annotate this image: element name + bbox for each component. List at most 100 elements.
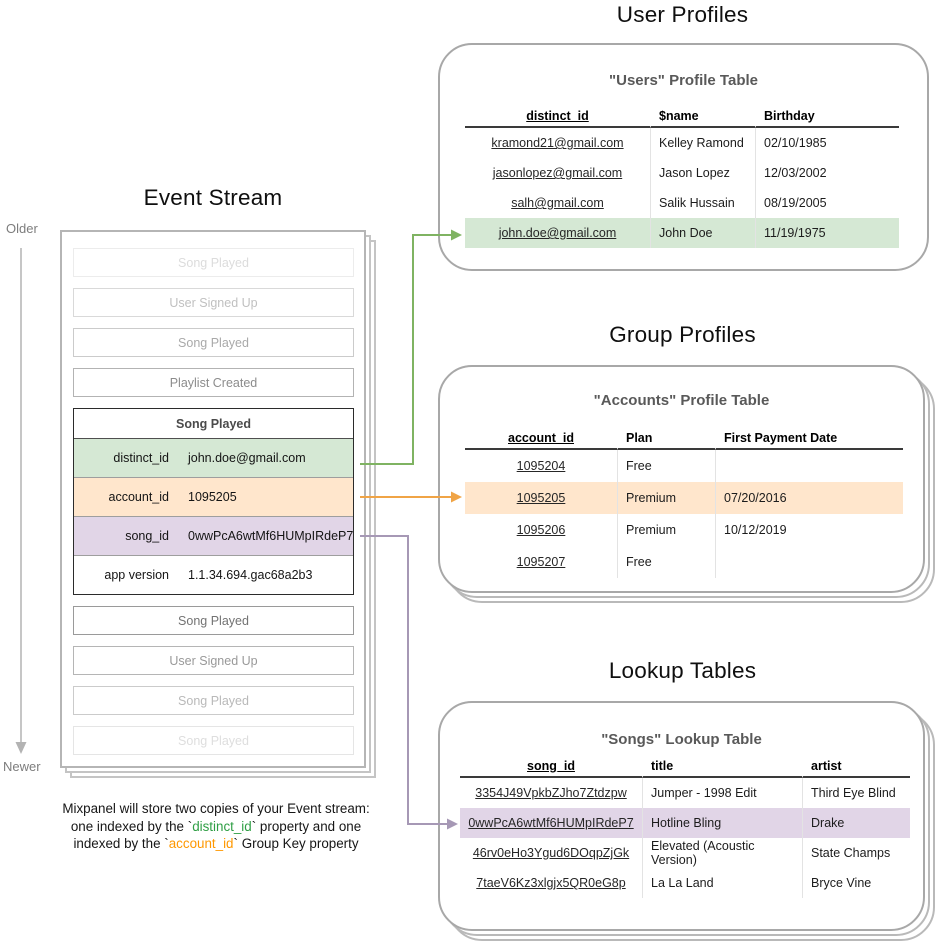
- user-profiles-title: User Profiles: [616, 2, 749, 27]
- accounts-cell-date: [715, 546, 903, 578]
- property-row-song-id: song_id 0wwPcA6wtMf6HUMpIRdeP7: [74, 516, 353, 555]
- property-key: account_id: [108, 490, 169, 504]
- users-cell-name: Salik Hussain: [650, 188, 755, 218]
- accounts-cell-plan: Premium: [617, 514, 715, 546]
- table-row: 1095204 Free: [465, 450, 903, 482]
- event-item: Song Played: [73, 726, 354, 755]
- stream-caption: Mixpanel will store two copies of your E…: [40, 800, 392, 853]
- caption-account-id: account_id: [168, 836, 234, 851]
- table-row: salh@gmail.com Salik Hussain 08/19/2005: [465, 188, 899, 218]
- users-cell-id: john.doe@gmail.com: [465, 218, 650, 248]
- accounts-header-row: account_id Plan First Payment Date: [465, 428, 903, 450]
- users-cell-birthday: 08/19/2005: [755, 188, 899, 218]
- lookup-tables-title: Lookup Tables: [608, 658, 757, 683]
- songs-cell-artist: Drake: [802, 808, 910, 838]
- property-key: song_id: [125, 529, 169, 543]
- accounts-card: [438, 365, 925, 593]
- timeline-arrow: [15, 248, 27, 754]
- event-item: User Signed Up: [73, 288, 354, 317]
- accounts-card-title: "Accounts" Profile Table: [593, 392, 770, 409]
- accounts-col-first-payment: First Payment Date: [715, 428, 903, 450]
- event-item: User Signed Up: [73, 646, 354, 675]
- property-value: 1.1.34.694.gac68a2b3: [188, 568, 313, 582]
- table-row: 1095206 Premium 10/12/2019: [465, 514, 903, 546]
- table-row: 3354J49VpkbZJho7Ztdzpw Jumper - 1998 Edi…: [460, 778, 910, 808]
- users-header-row: distinct_id $name Birthday: [465, 106, 899, 128]
- event-item: Song Played: [73, 328, 354, 357]
- users-card-title: "Users" Profile Table: [609, 72, 758, 89]
- accounts-cell-id: 1095205: [465, 482, 617, 514]
- songs-col-title: title: [642, 755, 802, 778]
- table-row-highlighted: john.doe@gmail.com John Doe 11/19/1975: [465, 218, 899, 248]
- property-key: app version: [104, 568, 169, 582]
- accounts-cell-date: 10/12/2019: [715, 514, 903, 546]
- table-row: 1095207 Free: [465, 546, 903, 578]
- users-cell-name: Jason Lopez: [650, 158, 755, 188]
- property-key: distinct_id: [113, 451, 169, 465]
- users-col-name: $name: [650, 106, 755, 128]
- users-col-distinct-id: distinct_id: [465, 106, 650, 128]
- active-event-card: Song Played distinct_id john.doe@gmail.c…: [73, 408, 354, 595]
- songs-cell-title: La La Land: [642, 868, 802, 898]
- users-cell-id: salh@gmail.com: [511, 196, 604, 210]
- songs-cell-artist: Bryce Vine: [802, 868, 910, 898]
- accounts-cell-id: 1095204: [516, 459, 566, 473]
- songs-cell-title: Jumper - 1998 Edit: [642, 778, 802, 808]
- songs-col-song-id: song_id: [460, 755, 642, 778]
- property-value: john.doe@gmail.com: [188, 451, 306, 465]
- caption-line3-pre: indexed by the `: [73, 836, 169, 851]
- songs-card-title: "Songs" Lookup Table: [601, 731, 762, 748]
- table-row: jasonlopez@gmail.com Jason Lopez 12/03/2…: [465, 158, 899, 188]
- users-cell-id: kramond21@gmail.com: [491, 136, 624, 150]
- caption-line1: Mixpanel will store two copies of your E…: [62, 801, 370, 816]
- songs-cell-id: 0wwPcA6wtMf6HUMpIRdeP7: [460, 808, 642, 838]
- accounts-cell-date: [715, 450, 903, 482]
- event-item: Playlist Created: [73, 368, 354, 397]
- caption-distinct-id: distinct_id: [192, 818, 252, 834]
- property-value: 0wwPcA6wtMf6HUMpIRdeP7: [188, 529, 354, 543]
- event-item: Song Played: [73, 606, 354, 635]
- accounts-cell-id: 1095206: [516, 523, 566, 537]
- accounts-cell-plan: Premium: [617, 482, 715, 514]
- accounts-cell-date: 07/20/2016: [715, 482, 903, 514]
- users-cell-birthday: 11/19/1975: [755, 218, 899, 248]
- users-cell-name: Kelley Ramond: [650, 128, 755, 158]
- newer-label: Newer: [3, 759, 41, 774]
- songs-header-row: song_id title artist: [460, 755, 910, 778]
- caption-line2-pre: one indexed by the `: [70, 818, 193, 834]
- accounts-cell-plan: Free: [617, 450, 715, 482]
- event-stream-title: Event Stream: [143, 185, 283, 210]
- accounts-cell-plan: Free: [617, 546, 715, 578]
- users-cell-birthday: 12/03/2002: [755, 158, 899, 188]
- songs-cell-title: Hotline Bling: [642, 808, 802, 838]
- songs-cell-id: 46rv0eHo3Ygud6DOqpZjGk: [472, 846, 630, 860]
- users-cell-name: John Doe: [650, 218, 755, 248]
- property-row-distinct-id: distinct_id john.doe@gmail.com: [74, 439, 353, 477]
- users-cell-birthday: 02/10/1985: [755, 128, 899, 158]
- songs-cell-title: Elevated (Acoustic Version): [642, 838, 802, 868]
- active-event-name: Song Played: [74, 409, 353, 439]
- songs-cell-id: 3354J49VpkbZJho7Ztdzpw: [475, 786, 627, 800]
- songs-cell-artist: Third Eye Blind: [802, 778, 910, 808]
- users-cell-id: jasonlopez@gmail.com: [492, 166, 623, 180]
- accounts-col-plan: Plan: [617, 428, 715, 450]
- songs-table: song_id title artist 3354J49VpkbZJho7Ztd…: [460, 755, 910, 898]
- caption-line3-post: ` Group Key property: [233, 836, 359, 851]
- accounts-col-account-id: account_id: [465, 428, 617, 450]
- table-row-highlighted: 1095205 Premium 07/20/2016: [465, 482, 903, 514]
- accounts-table: account_id Plan First Payment Date 10952…: [465, 428, 903, 578]
- event-stream-panel: Song Played User Signed Up Song Played P…: [60, 230, 366, 768]
- songs-col-artist: artist: [802, 755, 910, 778]
- table-row: kramond21@gmail.com Kelley Ramond 02/10/…: [465, 128, 899, 158]
- songs-cell-artist: State Champs: [802, 838, 910, 868]
- table-row: 46rv0eHo3Ygud6DOqpZjGk Elevated (Acousti…: [460, 838, 910, 868]
- event-item: Song Played: [73, 686, 354, 715]
- event-item: Song Played: [73, 248, 354, 277]
- caption-line2-post: ` property and one: [251, 818, 362, 834]
- group-profiles-title: Group Profiles: [609, 322, 756, 347]
- table-row-highlighted: 0wwPcA6wtMf6HUMpIRdeP7 Hotline Bling Dra…: [460, 808, 910, 838]
- property-row-account-id: account_id 1095205: [74, 477, 353, 516]
- users-table: distinct_id $name Birthday kramond21@gma…: [465, 106, 899, 248]
- users-col-birthday: Birthday: [755, 106, 899, 128]
- property-row-app-version: app version 1.1.34.694.gac68a2b3: [74, 555, 353, 594]
